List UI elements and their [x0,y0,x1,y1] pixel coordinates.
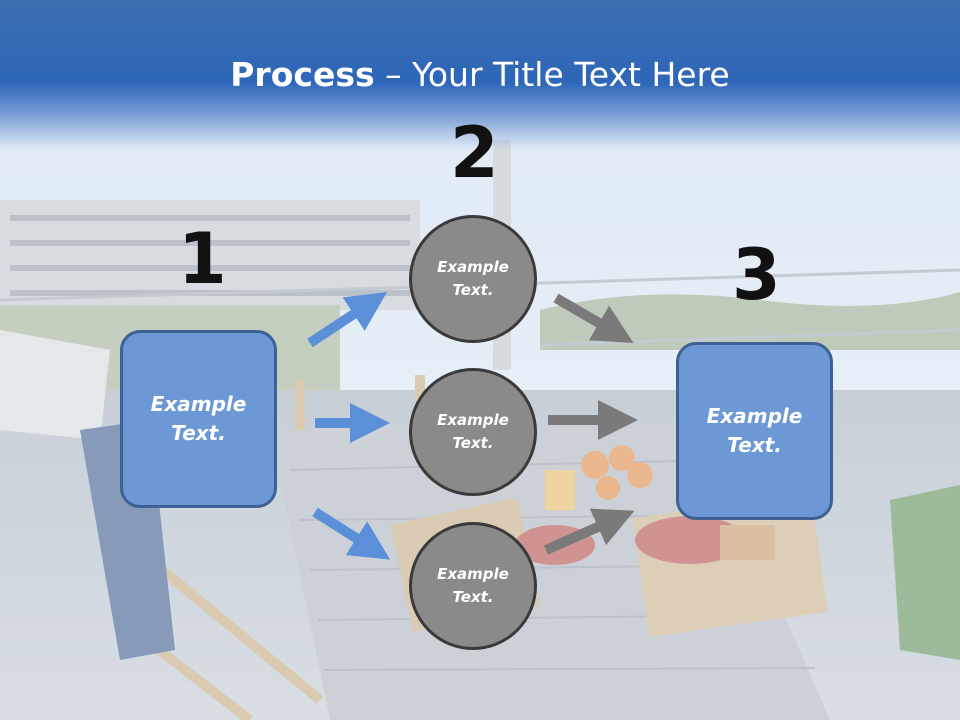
step-2-circle-middle[interactable]: Example Text. [409,368,537,496]
circle-bottom-line-2: Text. [452,588,494,606]
step-1-line-2: Text. [171,421,226,445]
step-1-box[interactable]: Example Text. [120,330,277,508]
circle-middle-line-2: Text. [452,434,494,452]
circle-middle-line-1: Example [437,410,509,429]
circle-top-line-1: Example [437,257,509,276]
step-3-line-2: Text. [727,433,782,457]
title-bold: Process [230,55,375,94]
title-banner [0,0,960,150]
step-number-3: 3 [732,234,781,316]
step-1-line-1: Example [150,392,247,416]
step-3-line-1: Example [706,404,803,428]
circle-top-line-2: Text. [452,281,494,299]
step-3-box[interactable]: Example Text. [676,342,833,520]
step-2-circle-top[interactable]: Example Text. [409,215,537,343]
title-rest: – Your Title Text Here [374,55,730,94]
circle-bottom-line-1: Example [437,564,509,583]
step-number-2: 2 [450,112,499,194]
step-2-circle-bottom[interactable]: Example Text. [409,522,537,650]
slide-title: Process – Your Title Text Here [0,55,960,94]
step-number-1: 1 [178,218,227,300]
